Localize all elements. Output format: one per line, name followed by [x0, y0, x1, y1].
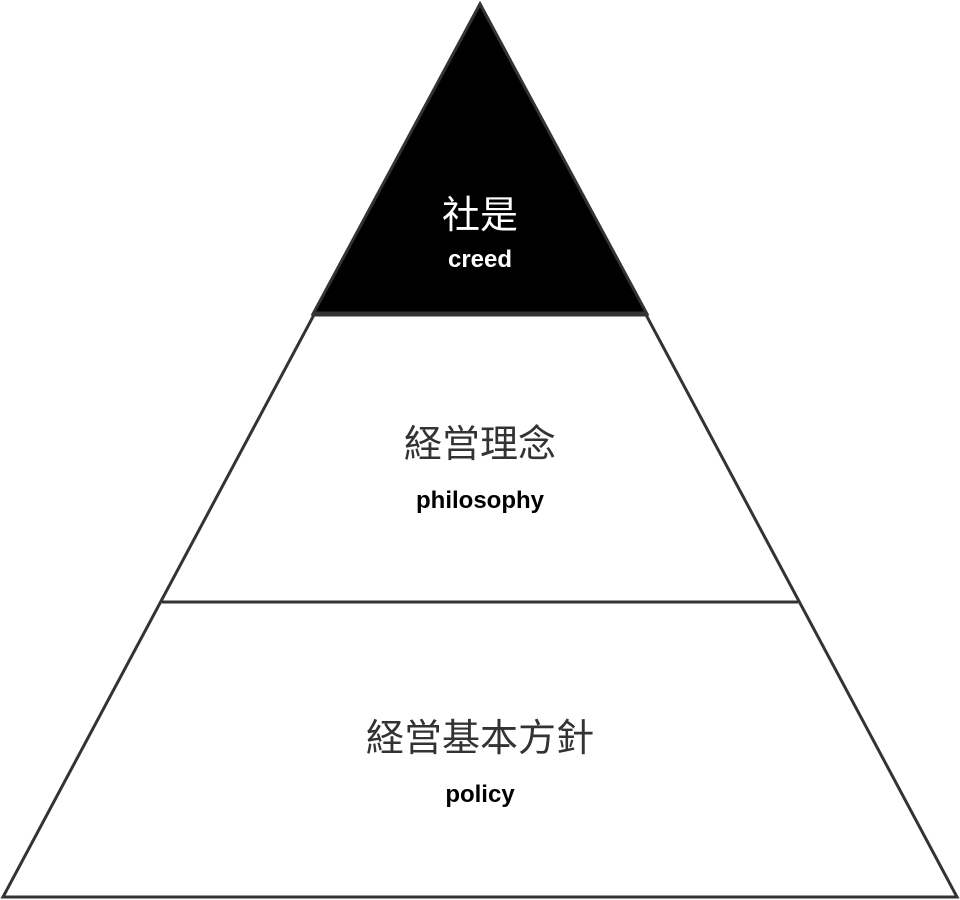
level-creed-en: creed [448, 246, 512, 273]
level-philosophy-jp: 経営理念 [404, 422, 556, 466]
level-philosophy-en: philosophy [416, 487, 545, 514]
level-policy-jp: 経営基本方針 [366, 716, 594, 760]
level-policy-en: policy [445, 781, 515, 808]
level-creed-jp: 社是 [442, 193, 518, 237]
